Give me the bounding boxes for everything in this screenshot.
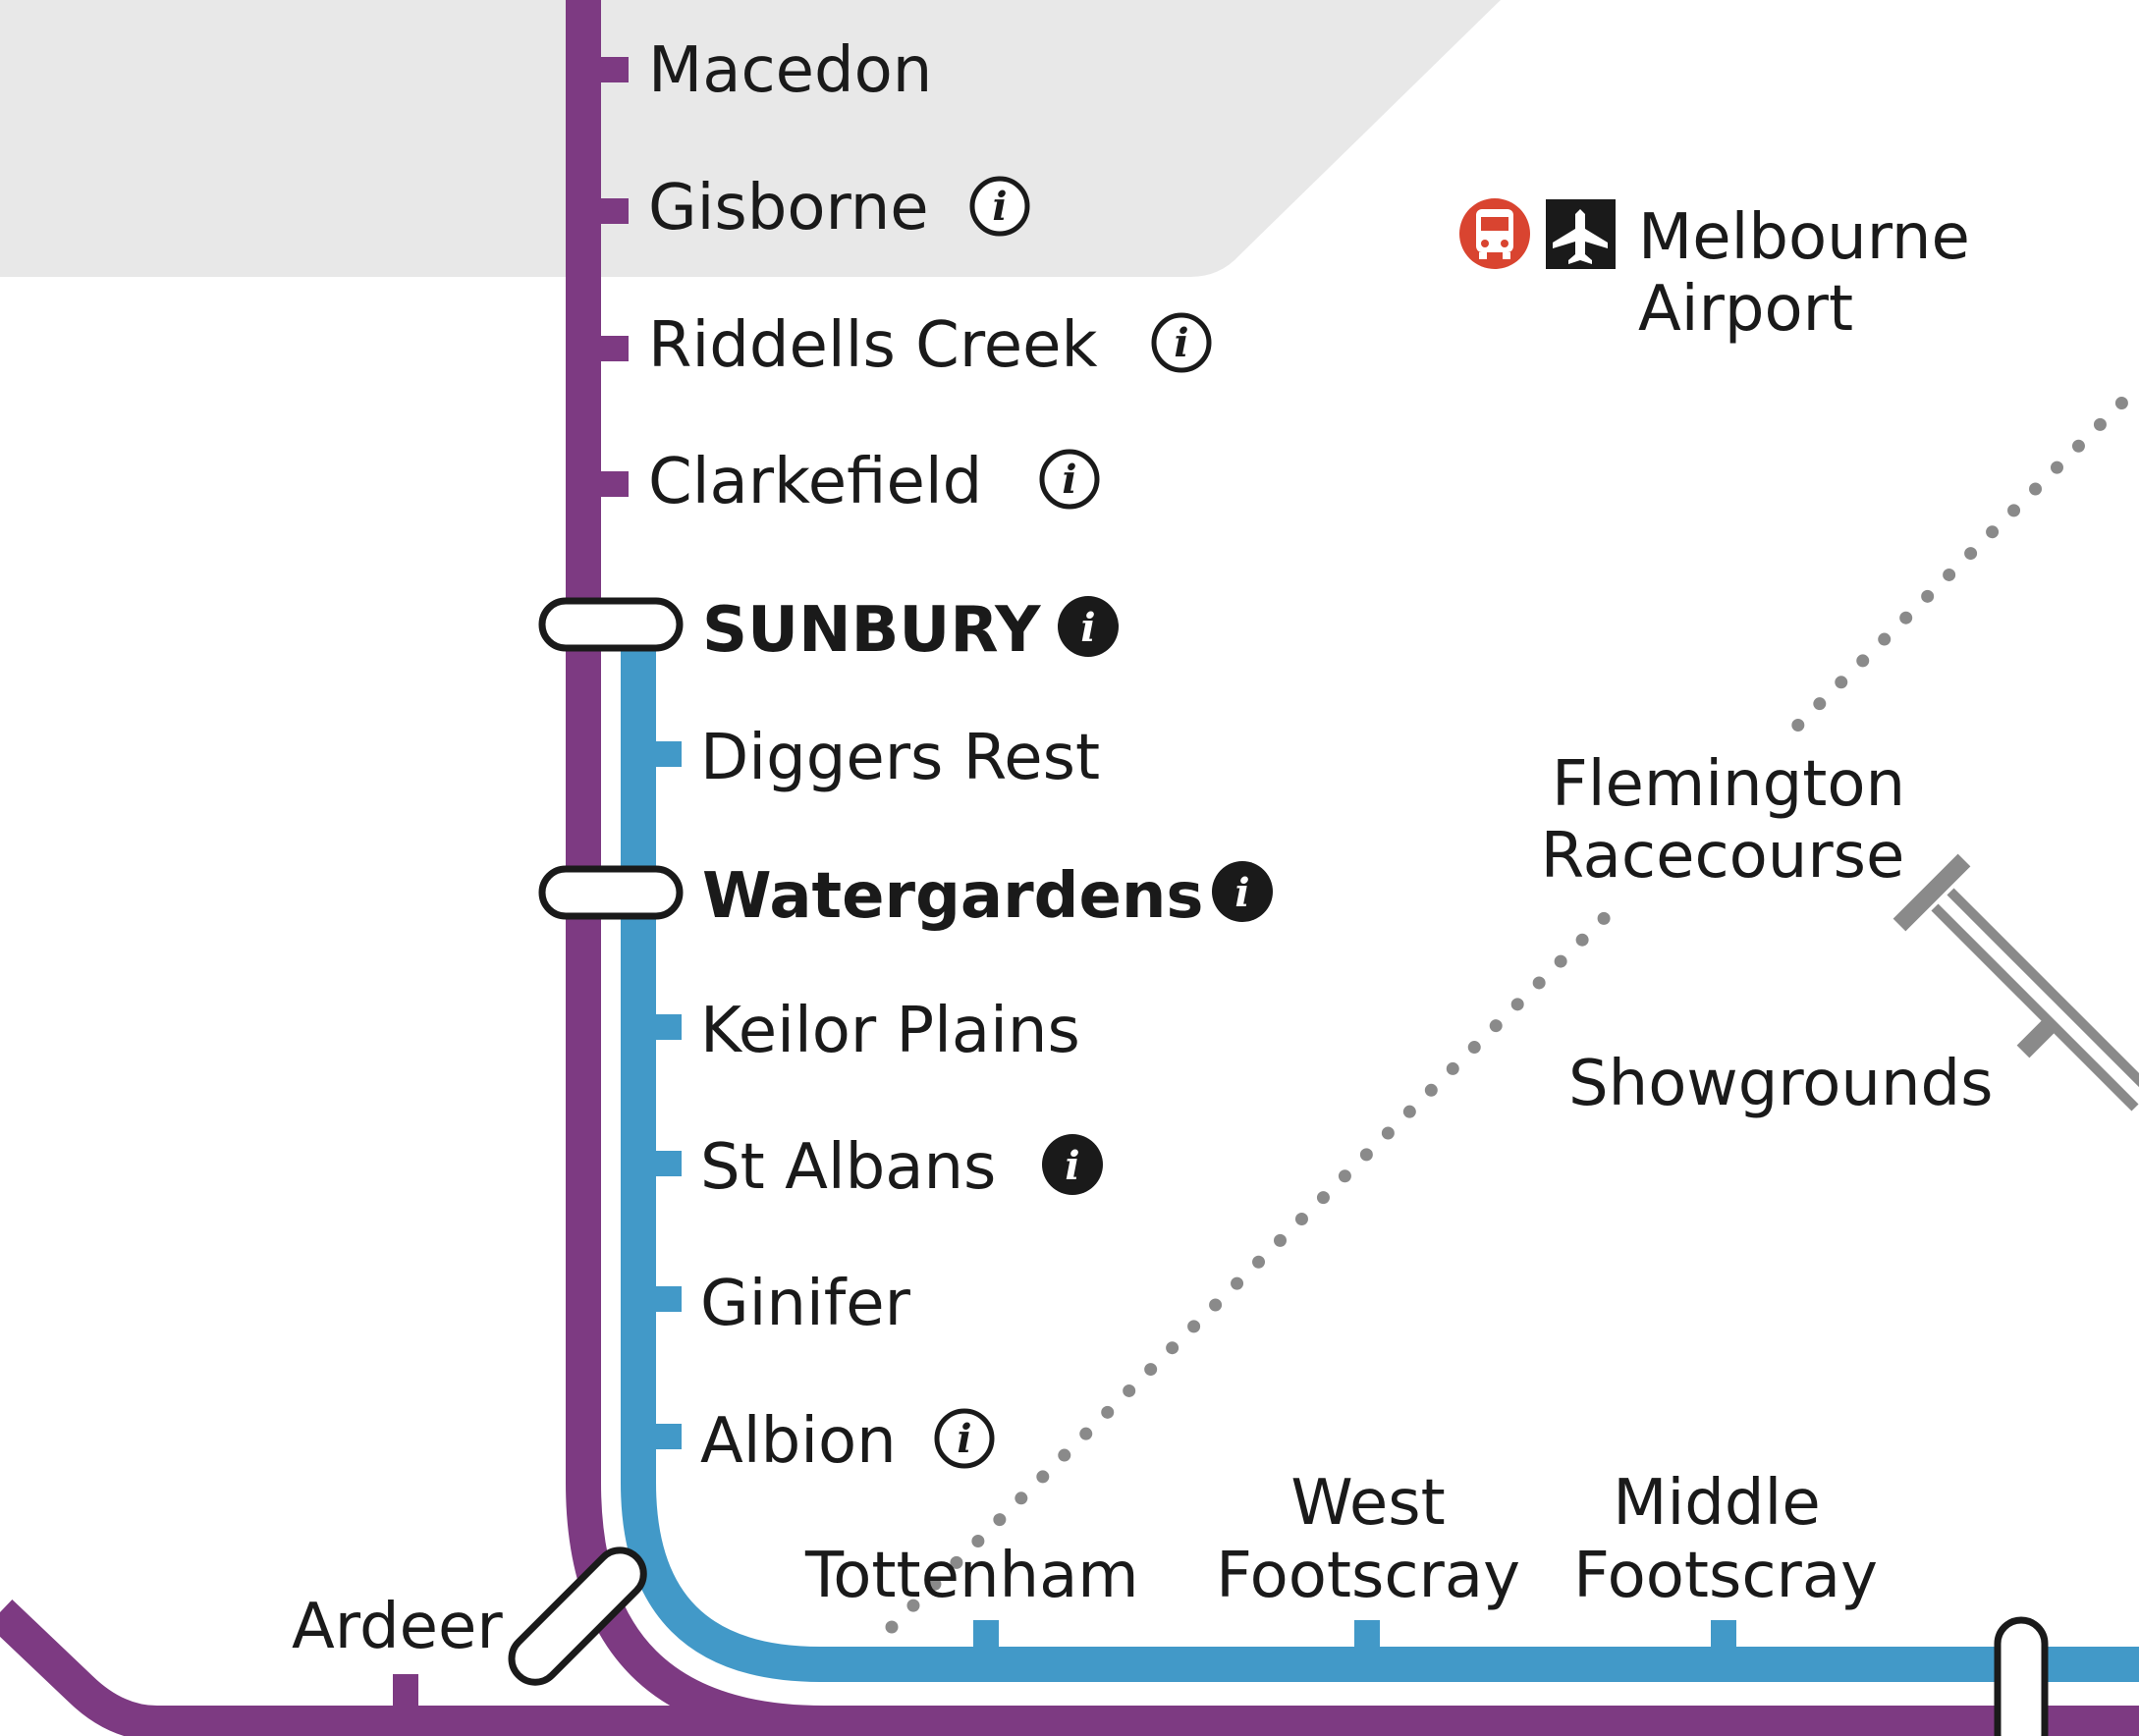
zone-area bbox=[0, 0, 1501, 277]
station-tottenham[interactable]: Tottenham bbox=[804, 1540, 1139, 1612]
station-macedon[interactable]: Macedon bbox=[648, 34, 932, 107]
station-west-footscray-line2[interactable]: Footscray bbox=[1216, 1540, 1520, 1612]
info-icon: i bbox=[1151, 312, 1212, 373]
future-airport-line bbox=[885, 379, 2139, 1634]
info-icon: i bbox=[969, 176, 1030, 237]
blue-line bbox=[621, 628, 2139, 1682]
svg-text:i: i bbox=[1080, 605, 1095, 651]
station-clarkefield[interactable]: Clarkefield bbox=[648, 446, 982, 518]
station-ardeer[interactable]: Ardeer bbox=[292, 1591, 503, 1663]
station-flemington-line2[interactable]: Racecourse bbox=[1541, 820, 1905, 893]
info-icon: i bbox=[1042, 1134, 1103, 1195]
footscray-east-interchange bbox=[1994, 1616, 2049, 1736]
svg-text:i: i bbox=[992, 184, 1007, 230]
showgrounds-line bbox=[1892, 853, 2139, 1112]
station-west-footscray-line1[interactable]: West bbox=[1290, 1467, 1445, 1540]
sunbury-interchange bbox=[538, 597, 684, 652]
station-sunbury[interactable]: SUNBURY bbox=[702, 594, 1041, 667]
purple-ticks bbox=[393, 57, 629, 1709]
station-melbourne-airport-line1[interactable]: Melbourne bbox=[1638, 201, 1970, 274]
svg-text:i: i bbox=[1174, 320, 1188, 366]
station-middle-footscray-line2[interactable]: Footscray bbox=[1573, 1540, 1878, 1612]
station-diggers-rest[interactable]: Diggers Rest bbox=[700, 722, 1100, 794]
station-watergardens[interactable]: Watergardens bbox=[702, 860, 1204, 933]
bus-icon bbox=[1459, 198, 1530, 269]
station-st-albans[interactable]: St Albans bbox=[700, 1131, 996, 1204]
plane-icon bbox=[1546, 199, 1616, 269]
station-albion[interactable]: Albion bbox=[700, 1405, 897, 1478]
station-flemington-line1[interactable]: Flemington bbox=[1552, 748, 1905, 821]
station-middle-footscray-line1[interactable]: Middle bbox=[1613, 1467, 1820, 1540]
info-icon: i bbox=[934, 1408, 995, 1469]
svg-text:i: i bbox=[1234, 870, 1249, 916]
station-ginifer[interactable]: Ginifer bbox=[700, 1268, 911, 1340]
info-icon: i bbox=[1058, 596, 1119, 657]
svg-text:i: i bbox=[1065, 1143, 1079, 1189]
info-icon: i bbox=[1039, 449, 1100, 510]
footscray-interchange bbox=[508, 1546, 647, 1686]
watergardens-interchange bbox=[538, 865, 684, 920]
station-melbourne-airport-line2[interactable]: Airport bbox=[1638, 273, 1853, 346]
station-riddells-creek[interactable]: Riddells Creek bbox=[648, 309, 1098, 382]
blue-ticks bbox=[654, 741, 1736, 1650]
svg-text:i: i bbox=[957, 1416, 971, 1462]
svg-text:i: i bbox=[1062, 457, 1076, 503]
station-gisborne[interactable]: Gisborne bbox=[648, 172, 929, 244]
station-showgrounds[interactable]: Showgrounds bbox=[1568, 1048, 1993, 1120]
info-icon: i bbox=[1212, 861, 1273, 922]
dotted-line-label-gap bbox=[1512, 732, 1945, 908]
station-keilor-plains[interactable]: Keilor Plains bbox=[700, 995, 1080, 1067]
